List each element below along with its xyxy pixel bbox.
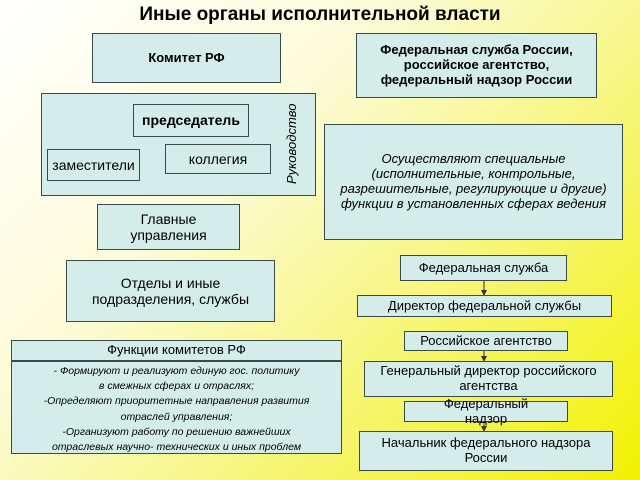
federal-bodies-box: Федеральная служба России, российское аг… — [356, 33, 597, 98]
deputies-box: заместители — [47, 149, 140, 181]
functions-line: -Определяют приоритетные направления раз… — [43, 395, 310, 408]
functions-list: - Формируют и реализуют единую гос. поли… — [11, 361, 342, 454]
functions-line: -Организуют работу по решению важнейших — [62, 425, 291, 438]
federal-supervision-box: Федеральный надзор — [404, 396, 568, 425]
functions-line: отраслей управления; — [120, 410, 233, 423]
functions-line: - Формируют и реализуют единую гос. поли… — [53, 365, 300, 377]
divisions-box: Отделы и иные подразделения, службы — [66, 260, 275, 322]
functions-line: в смежных сферах и отраслях; — [98, 380, 255, 393]
agency-director-box: Генеральный директор российского агентст… — [364, 361, 613, 397]
chairman-box: председатель — [133, 104, 249, 137]
federal-service-director-box: Директор федеральной службы — [357, 295, 612, 317]
main-departments-box: Главные управления — [97, 204, 240, 250]
functions-header: Функции комитетов РФ — [11, 340, 342, 361]
page-title: Иные органы исполнительной власти — [139, 4, 501, 25]
russian-agency-box: Российское агентство — [404, 331, 568, 351]
leadership-label: Руководство — [283, 103, 299, 185]
committee-box: Комитет РФ — [92, 33, 281, 83]
federal-service-box: Федеральная служба — [400, 255, 567, 281]
functions-line: отраслевых научно- технических и иных пр… — [51, 441, 302, 454]
supervision-head-box: Начальник федерального надзора России — [359, 431, 613, 471]
description-box: Осуществляют специальные (исполнительные… — [324, 124, 623, 240]
leadership-group: председатель заместители коллегия Руково… — [41, 93, 316, 196]
board-box: коллегия — [165, 144, 271, 174]
